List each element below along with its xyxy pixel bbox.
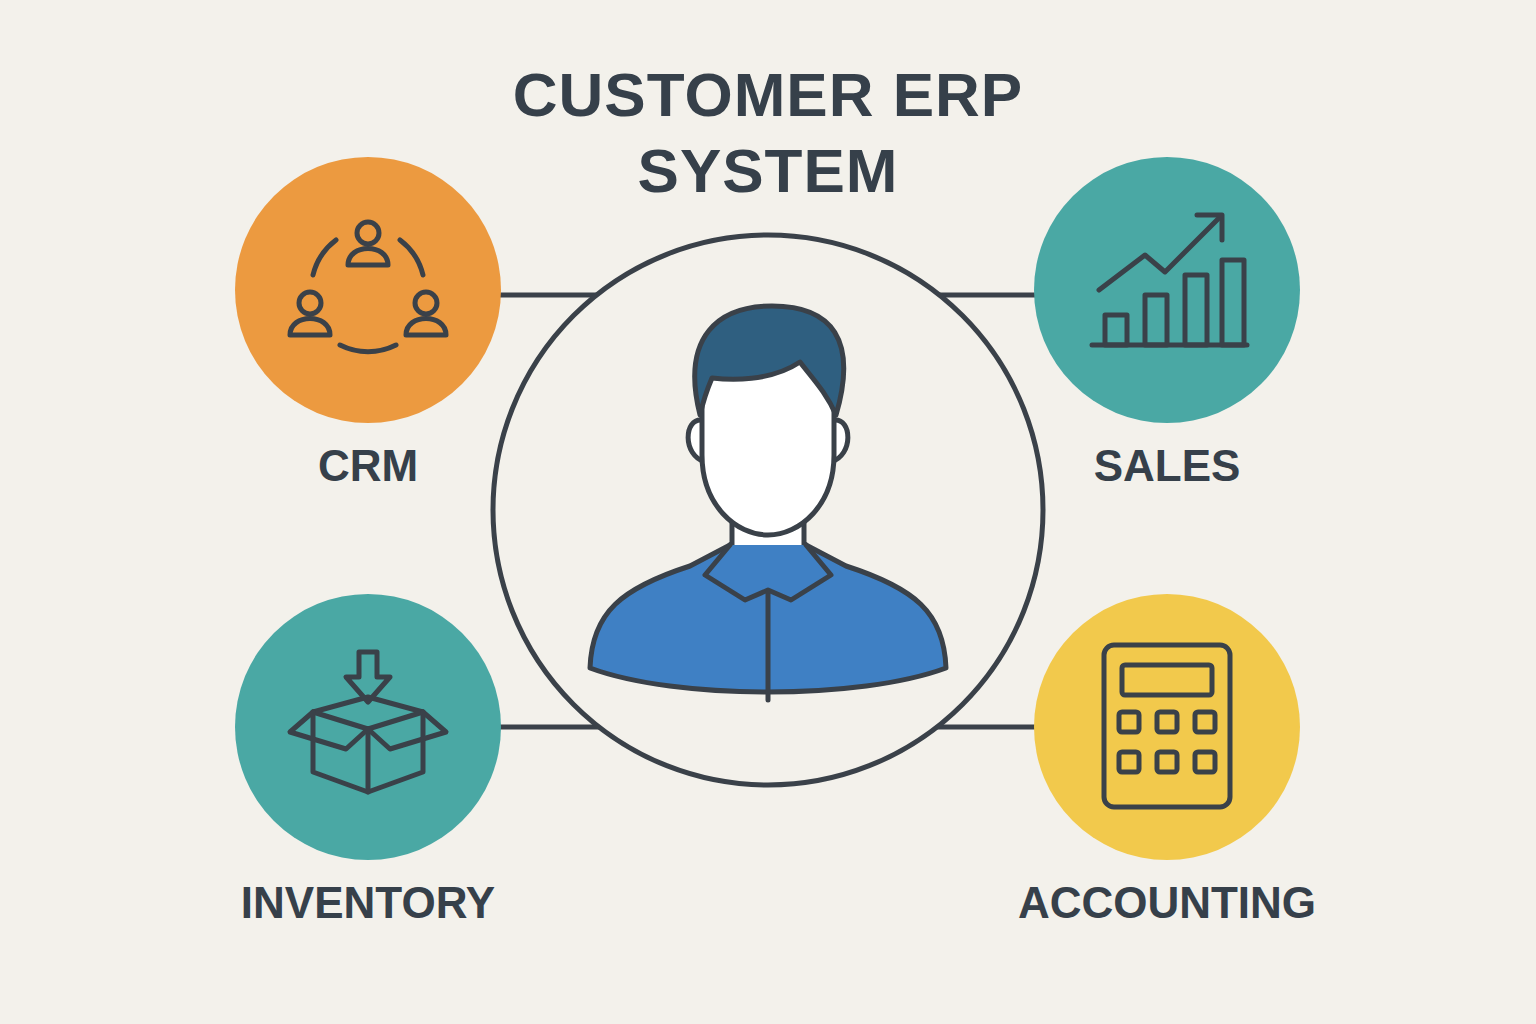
module-label: SALES (947, 440, 1387, 492)
center-circle (493, 235, 1043, 785)
module-icon (1092, 215, 1247, 345)
module-node: CRM (148, 157, 588, 492)
module-icon (1104, 645, 1230, 807)
module-node: ACCOUNTING (947, 594, 1387, 929)
title: CUSTOMER ERP SYSTEM (468, 57, 1068, 209)
circle-fill (1034, 157, 1300, 423)
module-label: INVENTORY (148, 877, 588, 929)
module-circle (947, 594, 1387, 864)
circle-fill (235, 594, 501, 860)
module-circle (148, 594, 588, 864)
module-circle (148, 157, 588, 427)
person-figure (590, 306, 946, 700)
module-node: INVENTORY (148, 594, 588, 929)
module-circle (947, 157, 1387, 427)
module-icon (290, 652, 446, 792)
circle-fill (1034, 594, 1300, 860)
circle-fill (235, 157, 501, 423)
module-label: CRM (148, 440, 588, 492)
module-icon (290, 222, 446, 352)
module-node: SALES (947, 157, 1387, 492)
module-label: ACCOUNTING (947, 877, 1387, 929)
